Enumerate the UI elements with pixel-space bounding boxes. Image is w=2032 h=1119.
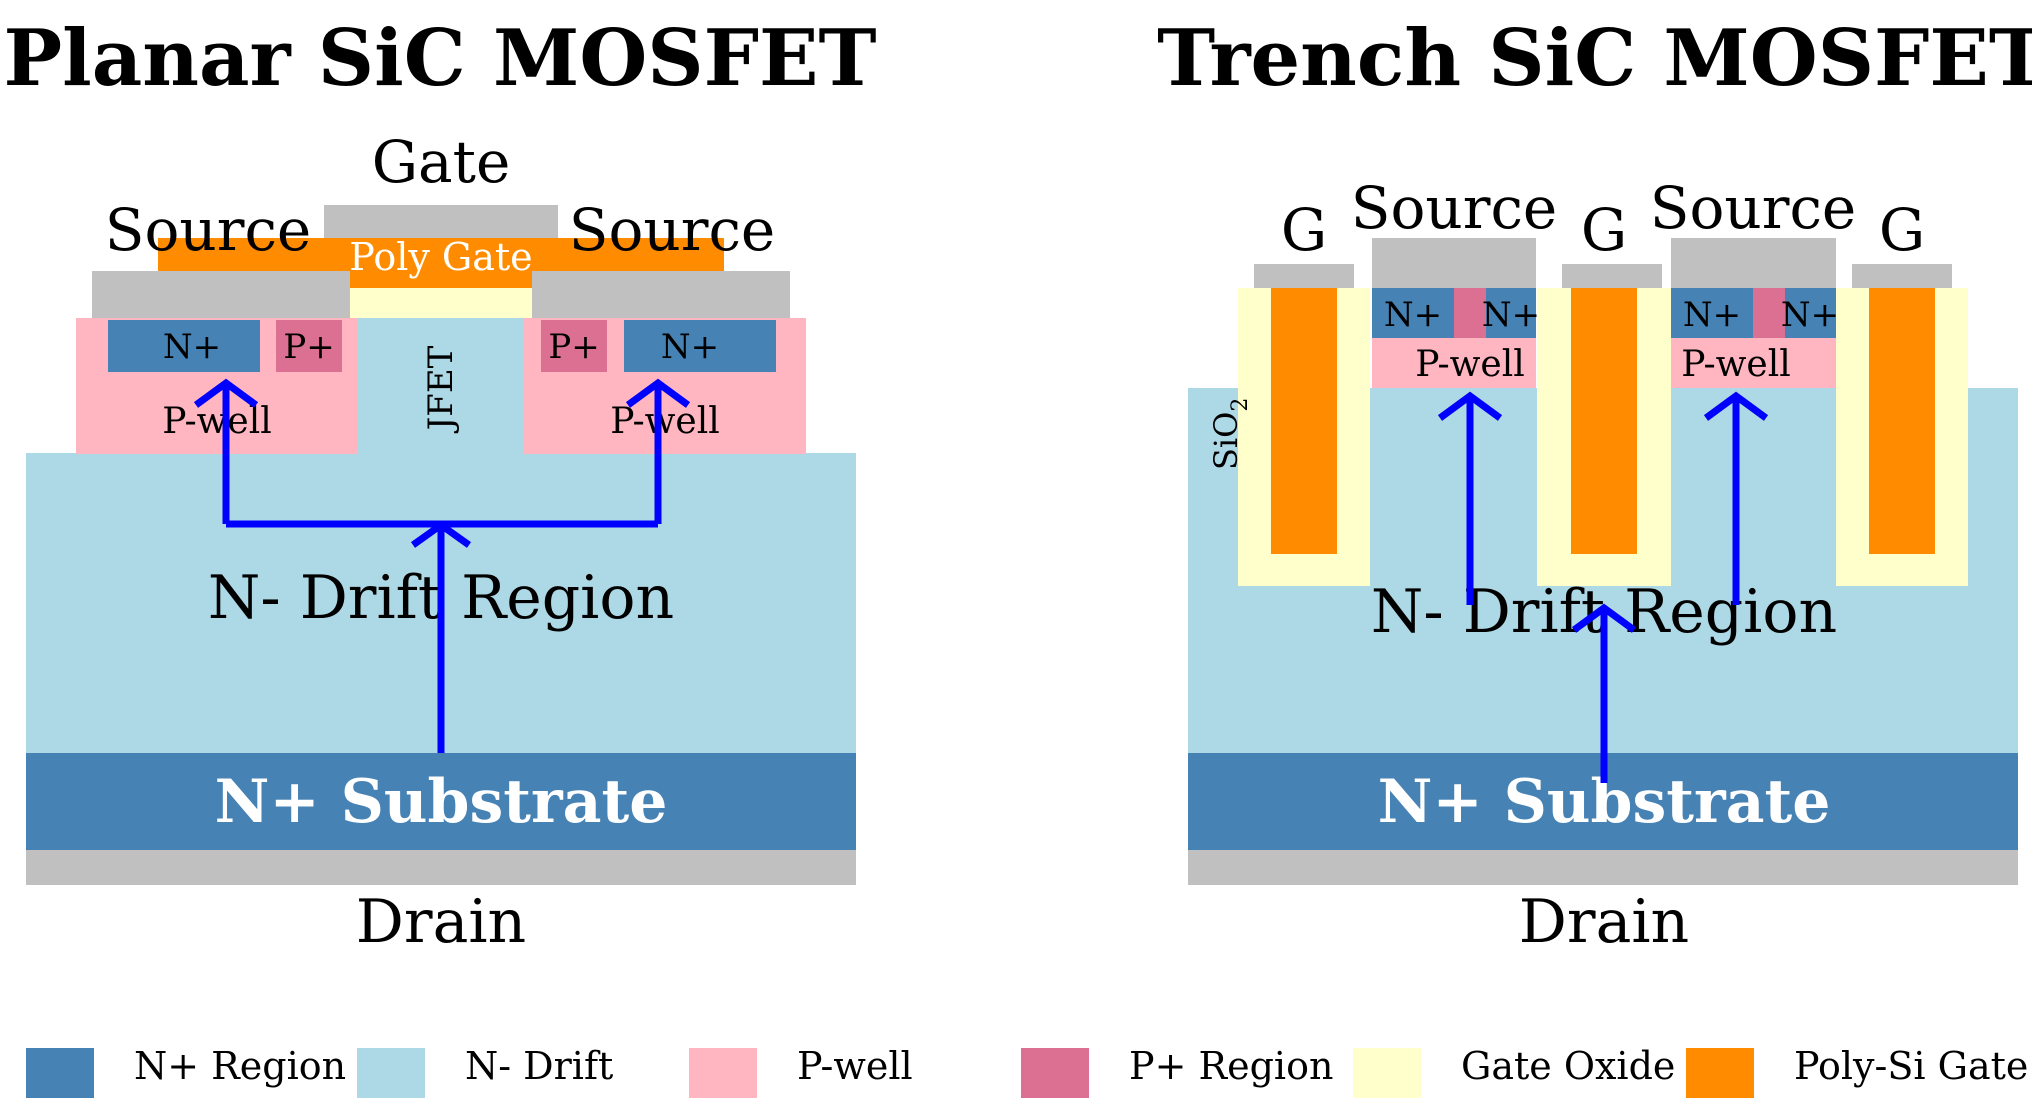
trench-gate-metal-1 — [1254, 264, 1354, 288]
legend-label-n-drift: N- Drift — [465, 1044, 614, 1088]
planar-p-plus-left-label: P+ — [283, 327, 334, 367]
trench-n-plus-2b — [1785, 288, 1836, 338]
trench-n-plus-label-3: N+ — [1683, 295, 1741, 335]
planar-drain-label: Drain — [356, 887, 526, 957]
planar-n-plus-left — [108, 320, 260, 372]
trench-n-plus-2a — [1671, 288, 1753, 338]
trench-gate-label-2: G — [1581, 196, 1627, 264]
trench-mosfet: Trench SiC MOSFET G G G — [1157, 13, 2032, 957]
planar-arrowhead-right — [625, 378, 691, 408]
legend: N+ Region N- Drift P-well P+ Region Gate… — [0, 1040, 2032, 1110]
trench-arrowhead-center — [1571, 603, 1637, 633]
legend-label-p-plus-region: P+ Region — [1129, 1044, 1334, 1088]
trench-oxide-label: SiO2 — [1207, 398, 1253, 470]
legend-swatch-p-well — [689, 1048, 757, 1098]
planar-n-plus-right — [624, 320, 776, 372]
trench-source-metal-2 — [1671, 238, 1836, 288]
trench-p-well-label-2: P-well — [1681, 344, 1791, 385]
trench-arrowhead-right — [1703, 391, 1769, 421]
trench-p-well-label-1: P-well — [1415, 344, 1525, 385]
trench-poly-gate-2 — [1571, 288, 1637, 554]
trench-arrowhead-left — [1437, 391, 1503, 421]
trench-p-well-2 — [1671, 338, 1836, 388]
planar-gate-oxide — [350, 288, 532, 318]
planar-source-left-label: Source — [105, 196, 312, 264]
trench-n-plus-label-4: N+ — [1781, 295, 1839, 335]
trench-gate-metal-2 — [1562, 264, 1662, 288]
legend-label-poly-si-gate: Poly-Si Gate — [1794, 1044, 2029, 1088]
legend-label-gate-oxide: Gate Oxide — [1461, 1044, 1676, 1088]
planar-n-plus-left-label: N+ — [163, 327, 221, 367]
legend-swatch-n-plus — [26, 1048, 94, 1098]
planar-gate-label: Gate — [372, 128, 511, 196]
planar-arrowhead-left — [193, 378, 259, 408]
legend-label-n-plus-region: N+ Region — [134, 1044, 347, 1088]
planar-jfet-label: JFET — [421, 345, 461, 433]
legend-swatch-poly-si-gate — [1686, 1048, 1754, 1098]
trench-drain-label: Drain — [1519, 887, 1689, 957]
planar-arrowhead-center — [410, 520, 472, 548]
planar-p-plus-right-label: P+ — [548, 327, 599, 367]
trench-source-metal-1 — [1372, 238, 1536, 288]
planar-p-well-right-label: P-well — [610, 401, 720, 442]
planar-source-metal-right — [532, 271, 790, 318]
legend-label-p-well: P-well — [797, 1044, 913, 1088]
trench-oxide-subscript: 2 — [1228, 398, 1253, 412]
planar-substrate-label: N+ Substrate — [215, 767, 668, 837]
trench-n-plus-1b — [1486, 288, 1536, 338]
trench-current-flow-arrows — [1437, 391, 1769, 783]
planar-jfet-region — [356, 318, 526, 458]
trench-drain-metal — [1188, 850, 2018, 885]
planar-current-flow-arrows — [193, 378, 691, 753]
trench-gate-label-1: G — [1281, 196, 1327, 264]
trench-p-well-1 — [1372, 338, 1536, 388]
planar-gate-metal — [324, 205, 558, 238]
trench-title: Trench SiC MOSFET — [1157, 13, 2032, 104]
trench-n-plus-label-2: N+ — [1482, 295, 1540, 335]
planar-poly-gate-label: Poly Gate — [349, 235, 532, 279]
trench-gate-metal-3 — [1852, 264, 1952, 288]
planar-source-metal-left — [92, 271, 350, 318]
planar-n-plus-substrate — [26, 753, 856, 850]
trench-n-plus-1a — [1372, 288, 1454, 338]
planar-p-plus-right — [541, 320, 607, 372]
trench-n-plus-label-1: N+ — [1384, 295, 1442, 335]
planar-title: Planar SiC MOSFET — [3, 13, 876, 104]
planar-mosfet: Planar SiC MOSFET Gate Source Source Pol… — [3, 13, 876, 957]
trench-p-plus-2 — [1753, 288, 1785, 338]
trench-p-plus-1 — [1454, 288, 1486, 338]
legend-swatch-p-plus — [1021, 1048, 1089, 1098]
trench-poly-gate-3 — [1869, 288, 1935, 554]
trench-source-label-2: Source — [1650, 174, 1857, 242]
trench-gate-label-3: G — [1879, 196, 1925, 264]
legend-swatch-n-drift — [357, 1048, 425, 1098]
legend-swatch-gate-oxide — [1353, 1048, 1421, 1098]
planar-source-right-label: Source — [569, 196, 776, 264]
trench-source-label-1: Source — [1351, 174, 1558, 242]
trench-poly-gate-1 — [1271, 288, 1337, 554]
planar-p-well-left-label: P-well — [162, 401, 272, 442]
planar-poly-gate-center — [350, 238, 532, 288]
planar-n-plus-right-label: N+ — [661, 327, 719, 367]
planar-drain-metal — [26, 850, 856, 885]
planar-p-plus-left — [276, 320, 342, 372]
